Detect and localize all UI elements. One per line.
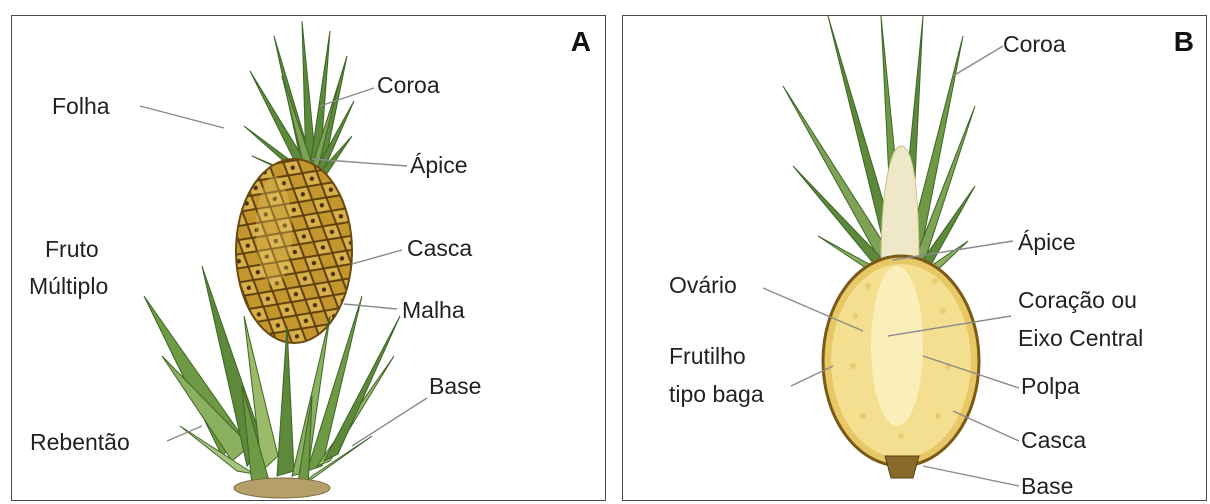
label-coracao-line1: Coração ou [1018,286,1137,314]
label-ovario: Ovário [669,271,737,299]
label-malha: Malha [402,296,465,324]
label-apice-a: Ápice [410,151,468,179]
label-casca-a: Casca [407,234,472,262]
label-base-b: Base [1021,472,1073,500]
label-fruto-line2: Múltiplo [29,272,108,300]
panel-b: B Coroa Ápice Ovário Coração ou Eixo Cen… [622,15,1207,501]
panel-a: A Folha Coroa Ápice Fruto Múltiplo Casca… [11,15,606,501]
label-casca-b: Casca [1021,426,1086,454]
label-coracao-line2: Eixo Central [1018,324,1143,352]
label-base-a: Base [429,372,481,400]
label-fruto-line1: Fruto [45,235,99,263]
label-frutilho-line1: Frutilho [669,342,746,370]
label-apice-b: Ápice [1018,228,1076,256]
fruit-body [236,159,352,343]
crown-leaves-b [783,16,975,278]
label-coroa-a: Coroa [377,71,440,99]
label-folha: Folha [52,92,110,120]
label-rebentao: Rebentão [30,428,130,456]
label-polpa: Polpa [1021,372,1080,400]
sliced-pineapple-illustration [623,16,1208,502]
label-frutilho-line2: tipo baga [669,380,764,408]
panel-b-letter: B [1174,26,1194,58]
panel-a-letter: A [571,26,591,58]
label-coroa-b: Coroa [1003,30,1066,58]
